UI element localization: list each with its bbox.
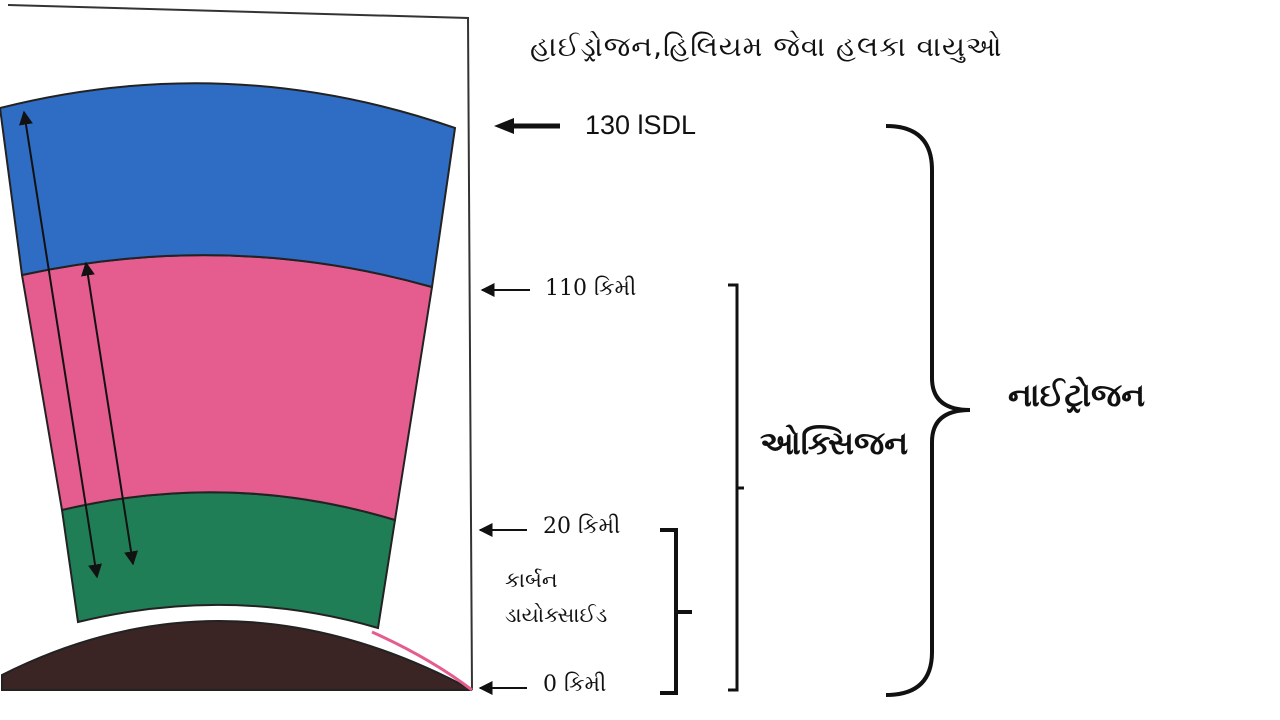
carbon-dioxide-label-line1: કાર્બન	[505, 568, 558, 592]
altitude-20-label: 20 કિમી	[543, 514, 621, 539]
altitude-130-arrow	[494, 118, 560, 134]
lower-layer	[60, 491, 397, 630]
nitrogen-brace	[885, 124, 971, 697]
middle-layer	[20, 254, 434, 522]
ground-edge	[371, 630, 473, 692]
co2-bracket	[660, 528, 692, 695]
oxygen-bracket	[728, 283, 744, 692]
ground-layer	[1, 620, 473, 691]
altitude-110-label: 110 કિમી	[545, 276, 637, 301]
nitrogen-label: નાઈટ્રોજન	[1008, 376, 1146, 414]
altitude-130-label: 130 lSDL	[585, 110, 697, 140]
span-arrow-short	[81, 261, 138, 566]
oxygen-label: ઓક્સિજન	[760, 424, 909, 462]
light-gases-label: હાઈડ્રોજન,હિલિયમ જેવા હલકા વાયુઓ	[530, 30, 1003, 63]
carbon-dioxide-label-line2: ડાયોક્સાઈડ	[505, 603, 608, 627]
paper-outline	[7, 4, 473, 691]
altitude-0-label: 0 કિમી	[543, 672, 607, 697]
upper-layer	[0, 82, 457, 289]
